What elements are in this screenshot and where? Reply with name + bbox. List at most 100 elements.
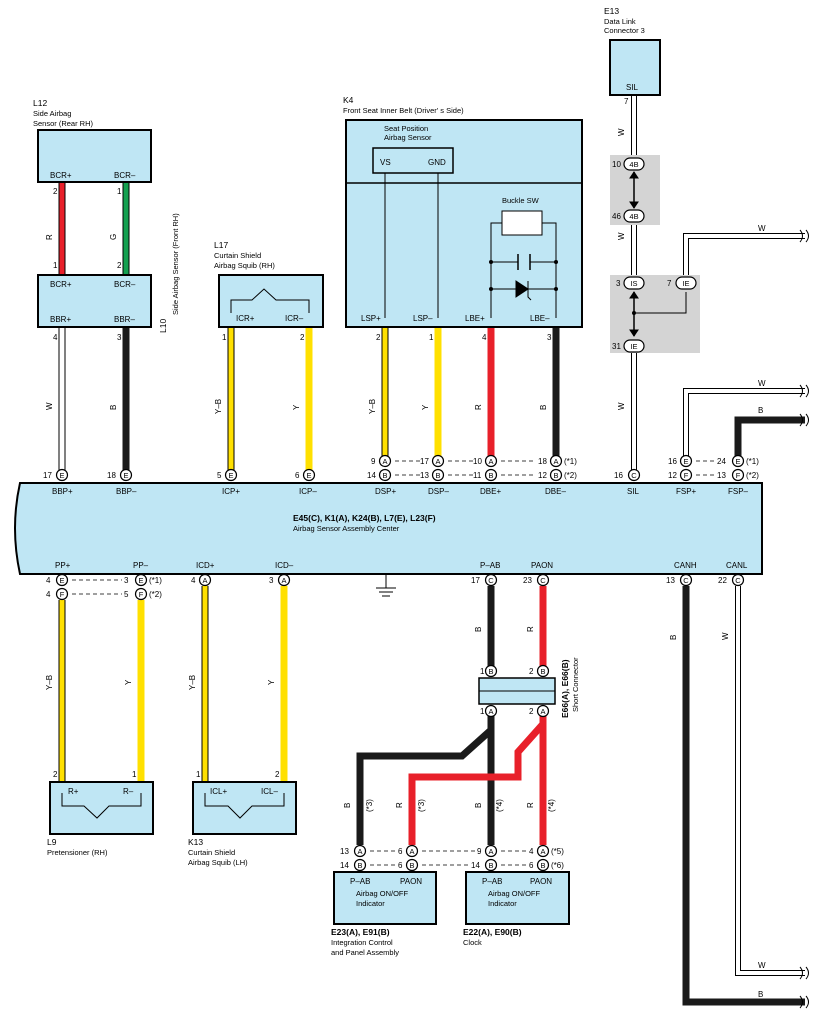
svg-text:R: R (526, 626, 535, 632)
svg-text:46: 46 (612, 212, 621, 221)
svg-text:A: A (202, 576, 207, 585)
k4-code: K4 (343, 95, 354, 105)
l17-code: L17 (214, 240, 228, 250)
k4-pin-gnd: GND (428, 158, 446, 167)
l9-box (49, 781, 154, 835)
l17-name1: Curtain Shield (214, 251, 261, 260)
center-top-pin-numbers: 17 18 5 6 16 9 14 17 13 10 11 18 12 16 1… (43, 457, 726, 480)
l9-pin-r-plus: R+ (68, 787, 79, 796)
e66-pin-1b: 1 (480, 667, 485, 676)
svg-text:2: 2 (300, 333, 305, 342)
svg-text:5: 5 (124, 590, 129, 599)
svg-text:B: B (758, 990, 763, 999)
svg-text:ICD–: ICD– (275, 561, 294, 570)
svg-text:G: G (109, 234, 118, 240)
note-1-fsp: (*1) (746, 457, 759, 466)
svg-text:R: R (395, 802, 404, 808)
wire-color-labels: R G W B Y–B Y Y–B Y R B W W W W W B Y–B … (45, 128, 766, 999)
k4-buckle-label: Buckle SW (502, 196, 540, 205)
l10-code: L10 (158, 319, 168, 333)
wire-ie-branch (683, 233, 805, 285)
svg-text:R: R (474, 404, 483, 410)
svg-text:B: B (540, 861, 545, 870)
svg-text:13: 13 (340, 847, 349, 856)
svg-text:B: B (382, 471, 387, 480)
svg-text:4B: 4B (629, 212, 638, 221)
svg-text:B: B (539, 405, 548, 410)
l9-name: Pretensioner (RH) (47, 848, 108, 857)
svg-text:E: E (735, 457, 740, 466)
wire-canl (735, 586, 805, 976)
l12-box (37, 129, 152, 183)
l10-pin-bbr-plus: BBR+ (50, 315, 71, 324)
svg-text:17: 17 (420, 457, 429, 466)
indicator-connectors (353, 844, 550, 872)
k4-pin-lsp-minus: LSP– (413, 314, 433, 323)
k13-name1: Curtain Shield (188, 848, 235, 857)
e23-name1: Integration Control (331, 938, 393, 947)
svg-text:E: E (59, 576, 64, 585)
svg-text:3: 3 (124, 576, 129, 585)
svg-text:W: W (617, 128, 626, 136)
svg-text:4: 4 (53, 333, 58, 342)
svg-text:13: 13 (666, 576, 675, 585)
e23-name2: and Panel Assembly (331, 948, 399, 957)
svg-text:E: E (683, 457, 688, 466)
svg-text:12: 12 (668, 471, 677, 480)
svg-text:13: 13 (420, 471, 429, 480)
svg-text:(*4): (*4) (547, 799, 556, 812)
svg-text:Y: Y (267, 679, 276, 685)
svg-text:13: 13 (717, 471, 726, 480)
svg-text:DSP–: DSP– (428, 487, 449, 496)
svg-text:Y–B: Y–B (188, 675, 197, 690)
svg-text:B: B (474, 803, 483, 808)
e23-codes: E23(A), E91(B) (331, 927, 390, 937)
svg-text:R: R (45, 234, 54, 240)
k4-sub2: Airbag Sensor (384, 133, 432, 142)
wire-paon-e23 (408, 712, 547, 845)
k13-pin-icl-minus: ICL– (261, 787, 278, 796)
svg-text:16: 16 (668, 457, 677, 466)
svg-text:PP+: PP+ (55, 561, 71, 570)
svg-text:DBE+: DBE+ (480, 487, 501, 496)
svg-text:1: 1 (117, 187, 122, 196)
center-bottom-connector-letters: E F E F A A C C C C (59, 576, 741, 599)
k13-code: K13 (188, 837, 203, 847)
svg-text:C: C (683, 576, 689, 585)
svg-text:C: C (540, 576, 546, 585)
e22-ind2: Indicator (488, 899, 517, 908)
junction-internals (629, 171, 687, 337)
svg-text:DBE–: DBE– (545, 487, 566, 496)
l12-code: L12 (33, 98, 47, 108)
svg-text:W: W (721, 632, 730, 640)
svg-text:IS: IS (630, 279, 637, 288)
k13-squib-symbol (204, 793, 285, 819)
note-6: (*6) (551, 861, 564, 870)
e23-pin-paon: PAON (400, 877, 422, 886)
svg-text:1: 1 (222, 333, 227, 342)
ground-icon (376, 574, 396, 597)
k4-name: Front Seat Inner Belt (Driver' s Side) (343, 106, 464, 115)
indicator-pin-numbers: 13 14 6 6 9 14 4 6 (340, 847, 534, 870)
svg-text:ICD+: ICD+ (196, 561, 215, 570)
svg-text:FSP+: FSP+ (676, 487, 697, 496)
svg-text:E: E (123, 471, 128, 480)
wire-canh (682, 586, 805, 1006)
svg-text:1: 1 (429, 333, 434, 342)
e13-box (609, 39, 661, 96)
svg-text:FSP–: FSP– (728, 487, 749, 496)
svg-text:Y–B: Y–B (368, 399, 377, 414)
svg-text:Y: Y (421, 404, 430, 410)
svg-text:3: 3 (117, 333, 122, 342)
e22-box (465, 871, 570, 925)
svg-text:6: 6 (529, 861, 534, 870)
k4-pin-lbe-plus: LBE+ (465, 314, 485, 323)
center-codes: E45(C), K1(A), K24(B), L7(E), L23(F) (293, 513, 436, 523)
e66-pin-2b: 2 (529, 667, 534, 676)
svg-text:14: 14 (340, 861, 349, 870)
seat-position-sensor-box (372, 147, 454, 174)
svg-text:10: 10 (473, 457, 482, 466)
svg-text:B: B (488, 861, 493, 870)
svg-text:ICP+: ICP+ (222, 487, 240, 496)
svg-text:B: B (488, 667, 493, 676)
